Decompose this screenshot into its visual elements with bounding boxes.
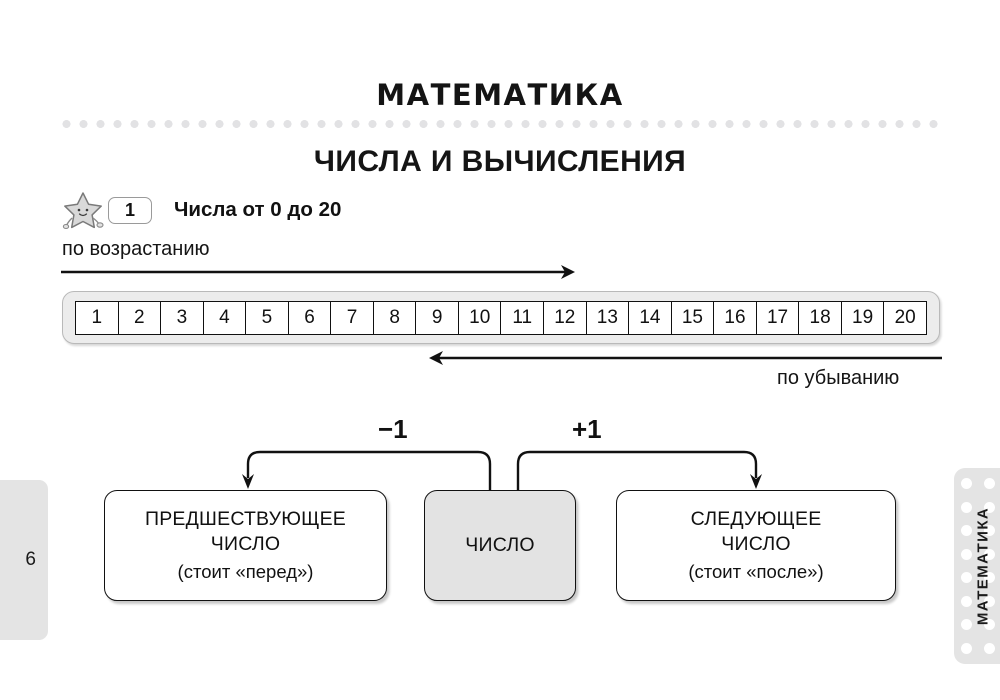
previous-number-box: ПРЕДШЕСТВУЮЩЕЕ ЧИСЛО (стоит «перед»)	[104, 490, 387, 601]
tab-dot	[961, 619, 972, 631]
number-cell: 6	[288, 301, 332, 334]
star-character-icon	[62, 192, 104, 230]
task-number-badge: 1	[108, 196, 152, 224]
number-cell: 1	[76, 301, 119, 334]
page-title: МАТЕМАТИКА	[376, 78, 624, 112]
tab-dot	[984, 595, 995, 607]
number-cell: 12	[544, 301, 587, 334]
number-cell: 3	[161, 301, 204, 334]
number-cell: 2	[118, 301, 162, 334]
number-cell: 11	[501, 301, 545, 334]
number-relation-diagram: −1 +1 ПРЕДШЕСТВУЮЩЕЕ ЧИСЛО (стоит «перед…	[0, 400, 1000, 630]
number-cell: 18	[799, 301, 842, 334]
subject-tab-label: МАТЕМАТИКА	[974, 506, 992, 626]
tab-dot	[984, 548, 995, 560]
number-cell: 17	[756, 301, 800, 334]
number-cell: 5	[246, 301, 289, 334]
arrow-left-icon	[429, 351, 942, 365]
number-box-line-1: ЧИСЛО	[465, 534, 535, 556]
task-title: Числа от 0 до 20	[174, 198, 342, 221]
tab-dot	[984, 619, 995, 631]
number-cell: 16	[714, 301, 757, 334]
next-box-line-1: СЛЕДУЮЩЕЕ	[690, 508, 822, 530]
previous-box-line-3: (стоит «перед»)	[177, 561, 314, 582]
tab-dot	[961, 478, 972, 489]
previous-box-line-1: ПРЕДШЕСТВУЮЩЕЕ	[145, 508, 346, 530]
tab-dot	[961, 548, 972, 560]
section-title: ЧИСЛА И ВЫЧИСЛЕНИЯ	[313, 145, 687, 178]
next-box-line-2: ЧИСЛО	[721, 533, 791, 555]
descending-label: по убыванию	[777, 367, 900, 389]
diagram-connectors	[242, 450, 762, 492]
tab-dot	[984, 572, 995, 584]
tab-dots-left	[961, 478, 972, 654]
subject-side-tab: МАТЕМАТИКА	[954, 468, 1000, 664]
page-number-tab: 6	[0, 480, 48, 640]
tab-dot	[961, 572, 972, 584]
previous-box-line-2: ЧИСЛО	[210, 533, 281, 555]
tab-dot	[961, 525, 972, 537]
arrow-right-icon	[61, 265, 575, 279]
number-cell: 4	[203, 301, 247, 334]
number-cell: 14	[629, 301, 672, 334]
number-cell: 10	[458, 301, 502, 334]
tab-dot	[984, 642, 995, 654]
tab-dot	[961, 595, 972, 607]
plus-one-label: +1	[572, 414, 602, 444]
number-cell: 20	[884, 301, 926, 334]
number-cell: 9	[416, 301, 459, 334]
task-header: 1 Числа от 0 до 20	[60, 190, 341, 230]
minus-one-label: −1	[378, 414, 408, 444]
ascending-label: по возрастанию	[62, 238, 210, 260]
number-cell: 15	[671, 301, 715, 334]
number-cell: 19	[841, 301, 885, 334]
tab-dot	[984, 501, 995, 513]
tab-dot	[961, 642, 972, 654]
number-cell: 8	[373, 301, 417, 334]
tab-dot	[961, 501, 972, 513]
tab-dots-right	[984, 478, 995, 654]
tab-dot	[984, 478, 995, 489]
next-box-line-3: (стоит «после»)	[688, 561, 824, 582]
dotted-divider	[58, 120, 942, 128]
number-cell: 7	[331, 301, 374, 334]
next-number-box: СЛЕДУЮЩЕЕ ЧИСЛО (стоит «после»)	[616, 490, 896, 601]
tab-dot	[984, 525, 995, 537]
number-box: ЧИСЛО	[424, 490, 576, 601]
number-cell: 13	[586, 301, 630, 334]
page-number: 6	[25, 549, 36, 570]
